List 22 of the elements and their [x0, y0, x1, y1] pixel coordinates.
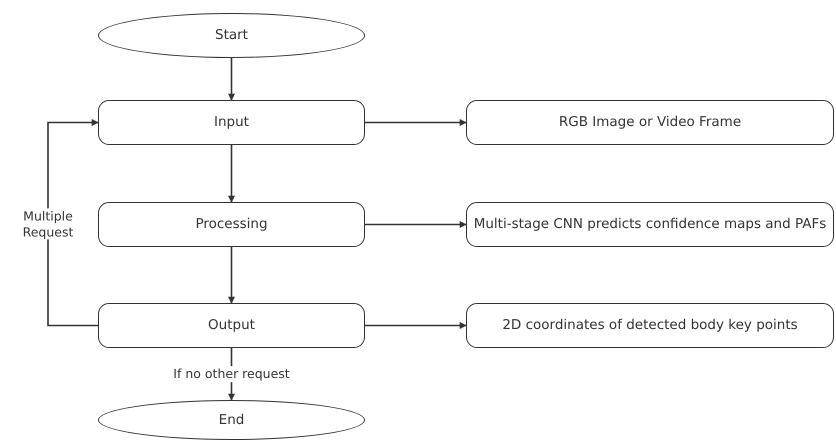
node-text: Multi-stage CNN predicts confidence maps and PAFs	[474, 216, 826, 233]
edge-label: If no other request	[173, 366, 290, 382]
node-text: End	[218, 412, 244, 428]
node-text: Start	[215, 27, 248, 44]
arrow	[228, 247, 235, 304]
node-text: 2D coordinates of detected body key points	[502, 317, 798, 334]
process-box	[466, 303, 834, 348]
process-box	[98, 100, 365, 145]
arrow	[365, 221, 467, 228]
arrow	[47, 119, 99, 326]
node-text: Input	[214, 114, 249, 131]
process-box	[98, 303, 365, 348]
node-text: Output	[208, 317, 255, 334]
process-box	[466, 100, 834, 145]
arrow	[228, 58, 235, 101]
node-text: RGB Image or Video Frame	[558, 114, 742, 131]
arrow	[228, 145, 235, 203]
arrow	[365, 119, 467, 126]
node-text: Processing	[195, 216, 268, 233]
process-box	[466, 202, 834, 247]
arrow	[365, 322, 467, 329]
process-box	[98, 202, 365, 247]
